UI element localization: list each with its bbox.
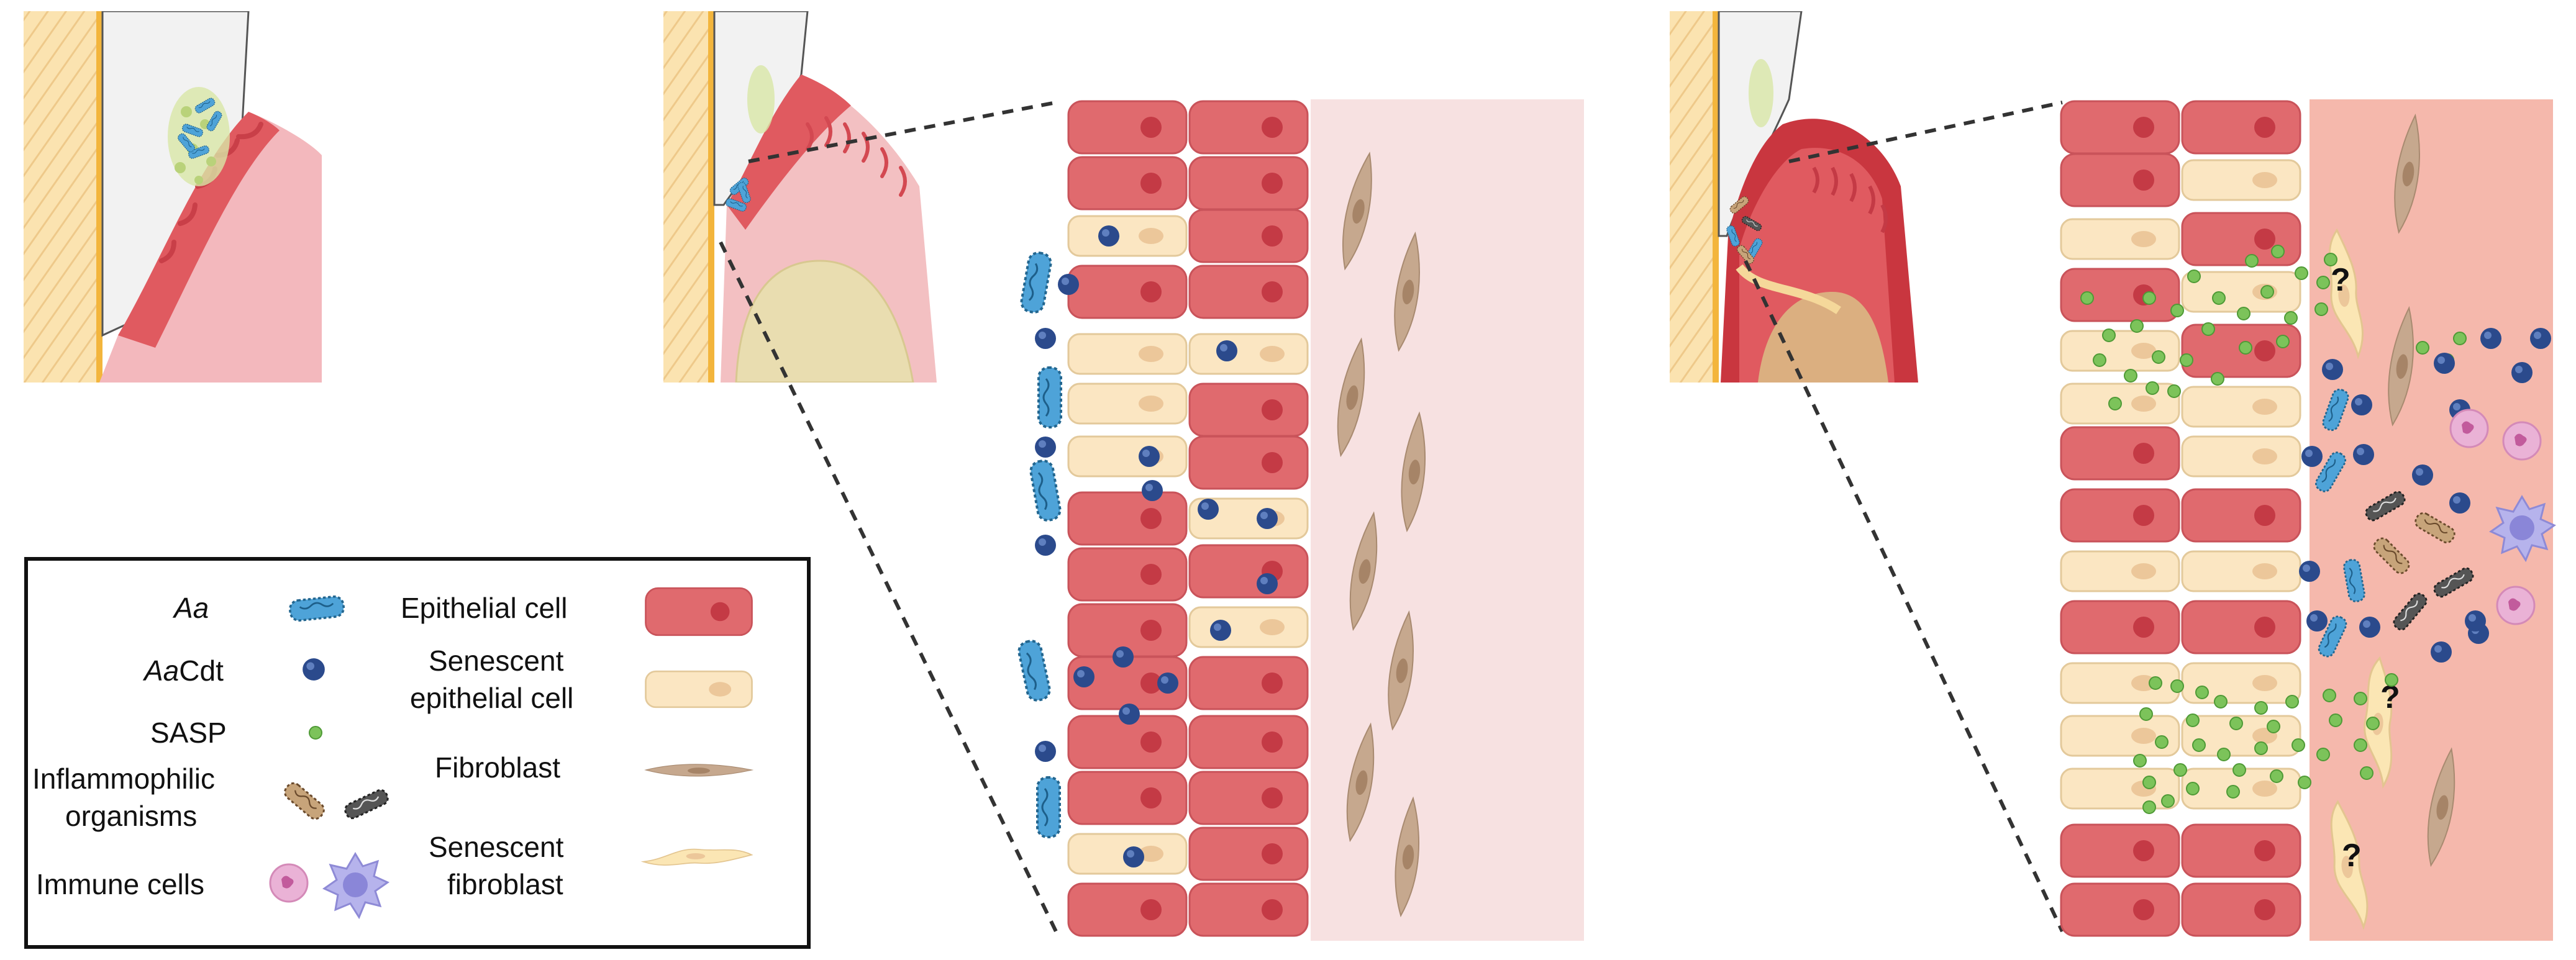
legend-label-fibroblast: Fibroblast: [435, 751, 560, 784]
gingival-epithelium: [118, 112, 280, 348]
panel-zoom-aacdt: [1016, 99, 1584, 941]
legend-item-inflammophilic: Inflammophilic organisms: [32, 763, 391, 832]
sasp-dot-icon: [309, 726, 322, 740]
legend-label-immune: Immune cells: [36, 868, 204, 900]
legend-label-senescent-epithelial-line1: Senescent: [429, 645, 564, 677]
legend-item-senescent-epithelial: Senescent epithelial cell: [410, 645, 753, 714]
epithelial-cell-icon: [645, 587, 753, 636]
legend-label-senescent-fibroblast-line2: fibroblast: [447, 868, 563, 900]
biofilm-cluster: [168, 87, 230, 186]
legend-item-sasp: SASP: [150, 717, 322, 749]
zoom-line-bottom-2: [1744, 260, 2064, 933]
legend-label-aa: Aa: [172, 592, 209, 624]
legend-label-sasp: SASP: [150, 717, 227, 749]
panel-healthy-gingiva: [24, 11, 322, 383]
epithelial-layer-2: [2060, 100, 2301, 937]
legend-label-senescent-fibroblast-line1: Senescent: [429, 831, 564, 863]
panel-aa-colonized-gingiva: [663, 11, 937, 383]
legend: Aa AaCdt SASP Inflammophilic organisms I…: [24, 557, 811, 949]
immune-cells-icon: [269, 863, 309, 903]
legend-label-senescent-epithelial-line2: epithelial cell: [410, 682, 573, 714]
zoom-line-top-2: [1788, 101, 2063, 163]
legend-label-epithelial: Epithelial cell: [401, 592, 567, 624]
legend-item-senescent-fibroblast: Senescent fibroblast: [429, 831, 753, 900]
legend-label-aacdt: AaCdt: [142, 654, 224, 687]
senescent-epithelial-cell-icon: [645, 670, 753, 709]
legend-item-aa: Aa: [172, 592, 346, 624]
zoom-line-top: [748, 101, 1057, 163]
legend-label-inflammophilic-line1: Inflammophilic: [32, 763, 215, 795]
question-mark: ?: [2331, 262, 2351, 298]
legend-label-inflammophilic-line2: organisms: [65, 800, 197, 832]
legend-item-epithelial: Epithelial cell: [401, 587, 753, 636]
zoom-line-bottom: [719, 241, 1058, 933]
legend-item-fibroblast: Fibroblast: [435, 751, 753, 784]
tooth-enamel: [24, 11, 99, 383]
legend-item-aacdt: AaCdt: [142, 654, 325, 687]
question-mark: ?: [2342, 838, 2362, 874]
panel-zoom-sasp: ? ? ?: [2060, 99, 2556, 941]
panel-inflamed-gingiva: [1670, 11, 1918, 383]
aa-bacterium-icon: [288, 594, 346, 623]
legend-item-immune: Immune cells: [36, 853, 389, 918]
aacdt-toxin-icon: [303, 658, 325, 681]
